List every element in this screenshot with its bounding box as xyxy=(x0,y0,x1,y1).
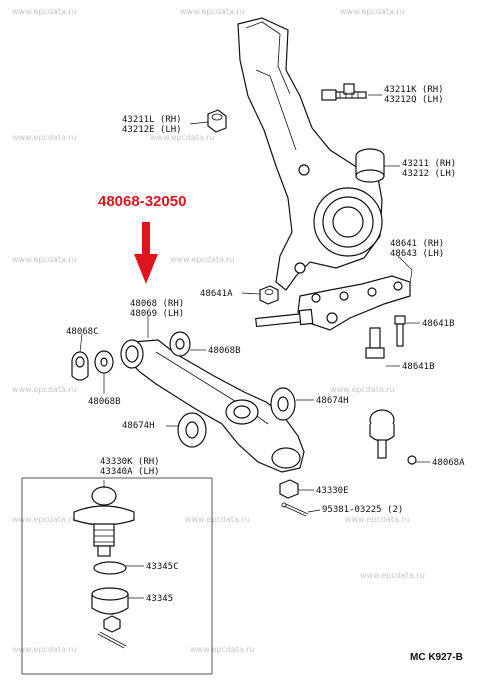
bolt-43211K xyxy=(321,83,367,101)
label-48068B-right: 48068B xyxy=(208,346,241,356)
watermark: www.epcdata.ru xyxy=(12,385,77,394)
label-43345C: 43345C xyxy=(146,562,179,572)
bracket-bolt xyxy=(255,308,314,328)
part-labels: 43211K (RH) 43212Q (LH) 43211L (RH) 4321… xyxy=(66,85,465,604)
lower-control-arm xyxy=(127,339,305,473)
label-48068C: 48068C xyxy=(66,327,99,337)
watermark: www.epcdata.ru xyxy=(12,645,77,654)
label-48641B-top: 48641B xyxy=(422,319,455,329)
label-48643: 48643 (LH) xyxy=(390,249,444,259)
label-48069: 48069 (LH) xyxy=(130,309,184,319)
bushing-48068C xyxy=(71,351,89,381)
label-48674H-right: 48674H xyxy=(316,396,349,406)
label-43340A: 43340A (LH) xyxy=(100,467,160,477)
watermark: www.epcdata.ru xyxy=(12,515,77,524)
nut-43330E xyxy=(279,479,299,499)
nut-43211L xyxy=(207,109,227,133)
arm-front-bushing xyxy=(120,339,144,369)
label-48068: 48068 (RH) xyxy=(130,299,184,309)
label-48641: 48641 (RH) xyxy=(390,239,444,249)
watermark: www.epcdata.ru xyxy=(150,133,215,142)
watermark-layer: www.epcdata.ru www.epcdata.ru www.epcdat… xyxy=(12,7,425,654)
down-arrow-icon xyxy=(134,222,158,284)
steering-knuckle xyxy=(237,17,385,291)
label-43212E: 43212E (LH) xyxy=(122,125,182,135)
label-43330E: 43330E xyxy=(316,486,349,496)
label-43212Q: 43212Q (LH) xyxy=(384,95,444,105)
watermark: www.epcdata.ru xyxy=(180,7,245,16)
highlight-part-number: 48068-32050 xyxy=(98,193,186,210)
label-43345: 43345 xyxy=(146,594,173,604)
watermark: www.epcdata.ru xyxy=(345,515,410,524)
washer-48068B-left xyxy=(94,350,114,374)
washer-48068B-right xyxy=(169,331,191,357)
bushing-48674H-left xyxy=(177,412,207,448)
cotter-pin-95381 xyxy=(281,502,309,517)
bolt-48641B-top xyxy=(394,315,406,347)
label-43211: 43211 (RH) xyxy=(402,159,456,169)
bolt-48641B-lower xyxy=(365,327,385,359)
bushing-48674H-right xyxy=(270,387,296,421)
nut-48641A xyxy=(259,285,279,305)
label-43212: 43212 (LH) xyxy=(402,169,456,179)
watermark: www.epcdata.ru xyxy=(330,385,395,394)
watermark: www.epcdata.ru xyxy=(170,255,235,264)
watermark: www.epcdata.ru xyxy=(12,7,77,16)
diagram-reference: MC K927-B xyxy=(410,652,463,663)
watermark: www.epcdata.ru xyxy=(185,515,250,524)
label-48068B-left: 48068B xyxy=(88,397,121,407)
label-48068A: 48068A xyxy=(432,458,465,468)
ball-joint-48068A xyxy=(369,409,417,465)
label-43211K: 43211K (RH) xyxy=(384,85,444,95)
stabilizer-bracket xyxy=(297,275,411,331)
watermark: www.epcdata.ru xyxy=(360,571,425,580)
label-48641B-lower: 48641B xyxy=(402,362,435,372)
label-48641A: 48641A xyxy=(200,289,233,299)
watermark: www.epcdata.ru xyxy=(12,133,77,142)
ball-joint-inset xyxy=(21,477,213,675)
label-48674H-left: 48674H xyxy=(122,421,155,431)
label-43330K: 43330K (RH) xyxy=(100,457,160,467)
label-43211L: 43211L (RH) xyxy=(122,115,182,125)
watermark: www.epcdata.ru xyxy=(12,255,77,264)
label-95381: 95381-03225 (2) xyxy=(322,505,403,515)
watermark: www.epcdata.ru xyxy=(340,7,405,16)
leader-lines xyxy=(79,94,430,599)
watermark: www.epcdata.ru xyxy=(190,645,255,654)
